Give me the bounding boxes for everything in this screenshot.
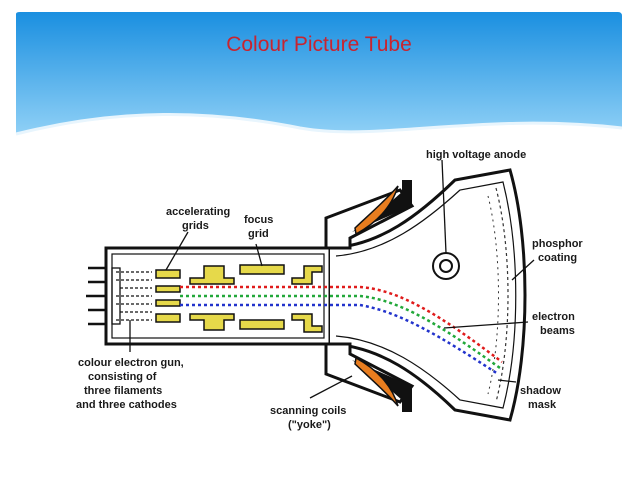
- label-electron: electron: [532, 311, 575, 323]
- label-focus: focus: [244, 214, 273, 226]
- beam-red: [180, 285, 503, 363]
- diagram-labels: high voltage anode accelerating grids fo…: [76, 149, 583, 431]
- label-grids: grids: [182, 220, 209, 232]
- label-coating: coating: [538, 252, 577, 264]
- label-high-voltage-anode: high voltage anode: [426, 149, 526, 161]
- leader-lines: [129, 159, 535, 399]
- label-beams: beams: [540, 325, 575, 337]
- label-gun-line-2: consisting of: [88, 371, 157, 383]
- filaments: [111, 267, 152, 325]
- label-shadow: shadow: [520, 385, 561, 397]
- electron-beams: [180, 285, 503, 376]
- slide-title: Colour Picture Tube: [226, 33, 412, 56]
- label-mask: mask: [528, 399, 557, 411]
- accelerating-grids: [155, 269, 181, 323]
- header-banner: [15, 12, 623, 160]
- beam-green: [180, 294, 501, 370]
- scanning-coils: [324, 180, 415, 412]
- label-gun-line-4: and three cathodes: [76, 399, 177, 411]
- connector-pins: [86, 266, 106, 326]
- label-phosphor: phosphor: [532, 238, 583, 250]
- anode-button: [432, 252, 460, 280]
- label-grid: grid: [248, 228, 269, 240]
- tube-bulb: [329, 168, 527, 422]
- label-gun-line-1: colour electron gun,: [78, 357, 184, 369]
- label-scanning-coils: scanning coils: [270, 405, 346, 417]
- phosphor-screen: [495, 187, 509, 403]
- label-yoke: ("yoke"): [288, 419, 331, 431]
- label-gun-line-3: three filaments: [84, 385, 162, 397]
- beam-blue: [180, 303, 499, 376]
- label-accelerating: accelerating: [166, 206, 230, 218]
